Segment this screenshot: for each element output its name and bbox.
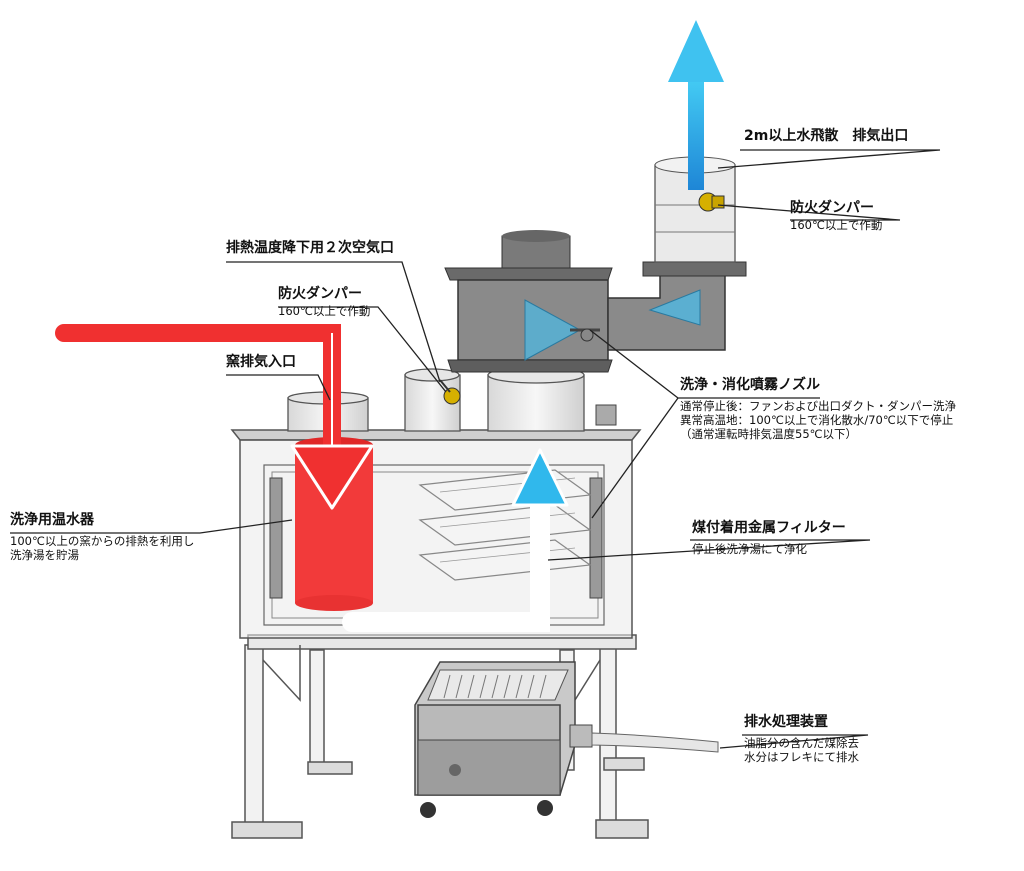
water-heater-title: 洗浄用温水器 bbox=[10, 512, 94, 528]
damper-top-title: 防火ダンパー bbox=[790, 200, 874, 216]
water-heater-line1: 100℃以上の窯からの排熱を利用し bbox=[10, 533, 195, 548]
inlet-flow-arrow bbox=[55, 324, 374, 510]
secondary-air-title: 排熱温度降下用２次空気口 bbox=[226, 240, 394, 256]
drain-unit-title: 排水処理装置 bbox=[744, 714, 828, 730]
top-damper bbox=[698, 192, 725, 212]
nozzle-title: 洗浄・消化噴霧ノズル bbox=[680, 377, 820, 393]
metal-filter-sub: 停止後洗浄湯にて浄化 bbox=[692, 541, 807, 556]
mid-damper bbox=[439, 379, 461, 405]
damper-top-sub: 160℃以上で作動 bbox=[790, 217, 883, 232]
damper-mid-label: 防火ダンパー 160℃以上で作動 bbox=[278, 286, 370, 318]
exhaust-flow-arrow bbox=[668, 20, 724, 190]
exhaust-outlet-title: 2m以上水飛散 排気出口 bbox=[744, 128, 909, 144]
exhaust-outlet-label: 2m以上水飛散 排気出口 bbox=[744, 128, 908, 146]
drain-unit-line2: 水分はフレキにて排水 bbox=[744, 749, 859, 764]
metal-filter-title: 煤付着用金属フィルター bbox=[692, 520, 846, 536]
nozzle-label: 洗浄・消化噴霧ノズル 通常停止後：ファンおよび出口ダクト・ダンパー洗浄 異常高温… bbox=[680, 377, 956, 442]
damper-top-label: 防火ダンパー 160℃以上で作動 bbox=[790, 200, 882, 232]
nozzle-line2: 異常高温地：100℃以上で消化散水/70℃以下で停止 bbox=[680, 412, 954, 427]
top-collars bbox=[287, 366, 585, 432]
water-heater-label: 洗浄用温水器 100℃以上の窯からの排熱を利用し 洗浄湯を貯湯 bbox=[10, 512, 194, 562]
fan-housing bbox=[444, 230, 613, 373]
damper-mid-title: 防火ダンパー bbox=[278, 286, 362, 302]
water-heater-line2: 洗浄湯を貯湯 bbox=[10, 547, 79, 562]
drain-unit-label: 排水処理装置 油脂分の含んだ煤除去 水分はフレキにて排水 bbox=[744, 714, 859, 764]
main-enclosure bbox=[230, 404, 642, 639]
return-flow-arrow bbox=[342, 448, 569, 632]
kiln-inlet-label: 窯排気入口 bbox=[226, 354, 296, 372]
nozzle-line1: 通常停止後：ファンおよび出口ダクト・ダンパー洗浄 bbox=[680, 398, 956, 413]
damper-mid-sub: 160℃以上で作動 bbox=[278, 303, 371, 318]
leader-lines bbox=[10, 149, 941, 749]
outlet-elbow bbox=[607, 261, 747, 351]
kiln-inlet-title: 窯排気入口 bbox=[226, 354, 296, 370]
metal-filter-label: 煤付着用金属フィルター 停止後洗浄湯にて浄化 bbox=[692, 520, 846, 556]
nozzle-line3: （通常運転時排気温度55℃以下） bbox=[680, 427, 858, 442]
drain-unit-line1: 油脂分の含んだ煤除去 bbox=[744, 735, 859, 750]
drain-tank bbox=[414, 661, 719, 818]
secondary-air-label: 排熱温度降下用２次空気口 bbox=[226, 240, 394, 258]
